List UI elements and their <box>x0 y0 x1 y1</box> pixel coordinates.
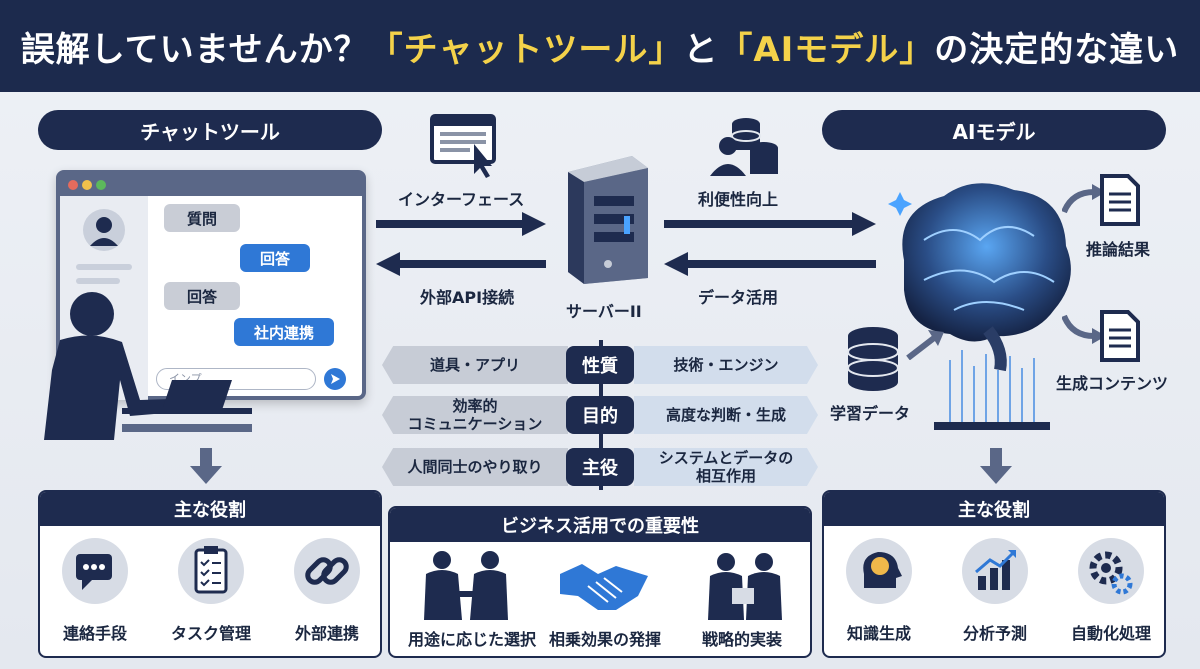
head-brain-icon <box>846 538 912 604</box>
role-task-label: タスク管理 <box>170 624 251 643</box>
page-title: 誤解していませんか？ 「チャットツール」 と 「AIモデル」 の決定的な違い <box>0 0 1200 92</box>
clipboard-checklist-icon <box>178 538 244 604</box>
selection-label: 用途に応じた選択 <box>407 630 536 649</box>
document-content-icon <box>1100 310 1140 362</box>
data-usage-label: データ活用 <box>698 288 779 307</box>
training-data-label: 学習データ <box>830 404 911 423</box>
ai-roles-panel: 主な役割 知識生成 分析予測 自動化処理 <box>822 490 1166 658</box>
gears-icon <box>1078 538 1144 604</box>
chat-titlebar <box>60 174 362 196</box>
role-contact-label: 連絡手段 <box>62 624 127 643</box>
ai-roles-title: 主な役割 <box>824 492 1164 526</box>
arrow-right-interface-icon <box>376 212 546 236</box>
chat-bubble-internal: 社内連携 <box>234 318 334 346</box>
role-automation-label: 自動化処理 <box>1070 624 1151 643</box>
chat-tool-header: チャットツール <box>38 110 382 150</box>
close-dot <box>68 180 78 190</box>
api-label: 外部API接続 <box>420 288 515 307</box>
title-text-3: の決定的な違い <box>934 29 1180 70</box>
brain-icon <box>888 183 1071 430</box>
compare-right-purpose: 高度な判断・生成 <box>634 396 818 434</box>
chat-bubble-answer-2: 回答 <box>164 282 240 310</box>
role-external-label: 外部連携 <box>294 624 359 643</box>
business-importance-title: ビジネス活用での重要性 <box>390 508 810 542</box>
arrow-left-data-icon <box>664 252 876 276</box>
title-highlight-chat: 「チャットツール」 <box>368 29 684 70</box>
link-chain-icon <box>294 538 360 604</box>
compare-label-actor: 主役 <box>566 448 634 486</box>
document-inference-icon <box>1100 174 1140 226</box>
monitor-click-icon <box>430 114 496 178</box>
compare-right-actor: システムとデータの 相互作用 <box>634 448 818 486</box>
database-icon <box>847 327 899 391</box>
chat-roles-panel: 主な役割 連絡手段 タスク管理 外部連携 <box>38 490 382 658</box>
sidebar-line <box>76 278 120 284</box>
curved-arrow-content-icon <box>1062 314 1106 344</box>
strategy-label: 戦略的実装 <box>701 630 782 649</box>
down-arrow-right-icon <box>980 448 1012 484</box>
send-icon <box>331 374 340 384</box>
header-bar <box>0 0 1200 92</box>
sidebar-line <box>76 264 132 270</box>
chat-bubble-answer: 回答 <box>240 244 310 272</box>
growth-chart-icon <box>962 538 1028 604</box>
curved-arrow-inference-icon <box>1062 184 1106 214</box>
role-knowledge-label: 知識生成 <box>846 624 911 643</box>
inference-label: 推論結果 <box>1086 240 1151 259</box>
arrow-left-api-icon <box>376 252 546 276</box>
chat-roles-title: 主な役割 <box>40 492 380 526</box>
maximize-dot <box>96 180 106 190</box>
compare-left-nature: 道具・アプリ <box>382 346 568 384</box>
handshake-people-icon <box>424 551 508 620</box>
handshake-icon <box>560 564 648 610</box>
compare-label-nature: 性質 <box>566 346 634 384</box>
role-analysis-label: 分析予測 <box>962 624 1027 643</box>
title-text-1: 誤解していませんか？ <box>20 29 369 70</box>
server-label: サーバーII <box>566 302 642 321</box>
server-icon <box>568 156 648 284</box>
content-label: 生成コンテンツ <box>1056 374 1169 393</box>
title-text-2: と <box>683 29 719 70</box>
compare-label-purpose: 目的 <box>566 396 634 434</box>
chat-bubble-question: 質問 <box>164 204 240 232</box>
minimize-dot <box>82 180 92 190</box>
strategy-people-icon <box>708 553 782 620</box>
synergy-label: 相乗効果の発揮 <box>548 630 661 649</box>
compare-right-nature: 技術・エンジン <box>634 346 818 384</box>
chat-window: 質問 回答 回答 社内連携 インプ... <box>56 170 366 400</box>
convenience-label: 利便性向上 <box>698 190 779 209</box>
title-highlight-ai: 「AIモデル」 <box>718 29 935 70</box>
compare-left-actor: 人間同士のやり取り <box>382 448 568 486</box>
arrow-right-convenience-icon <box>664 212 876 236</box>
business-importance-panel: ビジネス活用での重要性 用途に応じた選択 相乗効果の発揮 戦略的実装 <box>388 506 812 658</box>
ai-model-header: AIモデル <box>822 110 1166 150</box>
database-users-icon <box>710 118 778 176</box>
down-arrow-left-icon <box>190 448 222 484</box>
interface-label: インターフェース <box>398 190 525 209</box>
compare-left-purpose: 効率的 コミュニケーション <box>382 396 568 434</box>
user-avatar-icon <box>83 209 125 251</box>
chat-bubble-icon <box>62 538 128 604</box>
arrow-training-icon <box>906 330 944 360</box>
person-laptop-icon <box>44 292 252 440</box>
send-button[interactable] <box>324 368 346 390</box>
